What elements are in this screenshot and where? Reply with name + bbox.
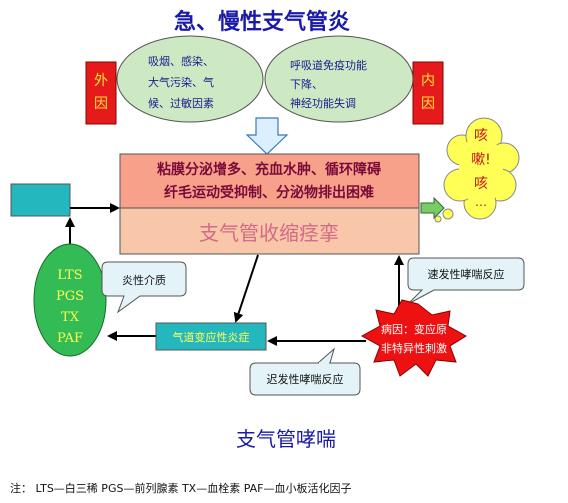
external-factor-line-2: 大气污染、气 <box>148 75 214 89</box>
callout-inflammatory-mediator-text: 炎性介质 <box>122 273 166 287</box>
bronchospasm-label: 支气管收缩痉挛 <box>199 221 339 245</box>
internal-factor-line-1: 呼吸道免疫功能 <box>290 58 367 72</box>
internal-cause-box: 内 因 <box>412 61 444 125</box>
external-factors-bubble: 吸烟、感染、 大气污染、气 候、过敏因素 <box>116 35 264 123</box>
cough-text-4: … <box>475 195 487 209</box>
green-right-arrow-icon <box>420 196 445 220</box>
airway-inflammation-text: 气道变应性炎症 <box>173 330 250 344</box>
cause-line-1: 病因：变应原 <box>381 322 447 336</box>
cough-text-2: 嗽! <box>471 152 491 168</box>
airway-inflammation-box: 气道变应性炎症 <box>155 322 267 351</box>
external-cause-label-2: 因 <box>94 96 108 112</box>
callout-immediate-reaction-text: 速发性哮喘反应 <box>428 267 505 281</box>
teal-box <box>10 183 71 217</box>
mediator-paf: PAF <box>57 331 83 346</box>
mediator-lts: LTS <box>57 268 82 283</box>
external-cause-box: 外 因 <box>85 61 117 125</box>
footnote: 注： LTS—白三稀 PGS—前列腺素 TX—血栓素 PAF—血小板活化因子 <box>10 481 351 495</box>
mediator-pgs: PGS <box>56 289 84 304</box>
callout-late-reaction: 迟发性哮喘反应 <box>249 347 361 396</box>
callout-immediate-reaction: 速发性哮喘反应 <box>407 257 525 305</box>
main-pathology-box: 粘膜分泌增多、充血水肿、循环障碍 纤毛运动受抑制、分泌物排出困难 支气管收缩痉挛 <box>119 153 420 255</box>
callout-inflammatory-mediator: 炎性介质 <box>101 261 187 314</box>
cause-starburst: 病因：变应原 非特异性刺激 <box>360 299 467 377</box>
main-box-line-1: 粘膜分泌增多、充血水肿、循环障碍 <box>157 161 381 178</box>
mediator-tx: TX <box>61 310 80 325</box>
cause-line-2: 非特异性刺激 <box>381 341 447 355</box>
arrow-main-to-airway <box>233 254 259 323</box>
internal-factors-bubble: 呼吸道免疫功能 下降、 神经功能失调 <box>264 35 414 123</box>
internal-factor-line-2: 下降、 <box>290 77 323 91</box>
cough-text-3: 咳 <box>474 176 488 192</box>
external-factor-line-1: 吸烟、感染、 <box>148 54 214 68</box>
main-box-line-2: 纤毛运动受抑制、分泌物排出困难 <box>164 184 374 201</box>
callout-late-reaction-text: 迟发性哮喘反应 <box>267 372 344 386</box>
internal-cause-label-2: 因 <box>421 96 435 112</box>
external-cause-label-1: 外 <box>94 73 108 89</box>
cough-text-1: 咳 <box>474 128 488 144</box>
cough-cloud: 咳 嗽! 咳 … <box>434 117 520 223</box>
external-factor-line-3: 候、过敏因素 <box>148 96 214 110</box>
internal-factor-line-3: 神经功能失调 <box>290 96 356 110</box>
down-block-arrow-icon <box>245 117 289 155</box>
diagram-title: 急、慢性支气管炎 <box>174 9 350 35</box>
mediators-ellipse: LTS PGS TX PAF <box>33 243 107 357</box>
bottom-title: 支气管哮喘 <box>236 427 336 451</box>
internal-cause-label-1: 内 <box>421 73 435 89</box>
